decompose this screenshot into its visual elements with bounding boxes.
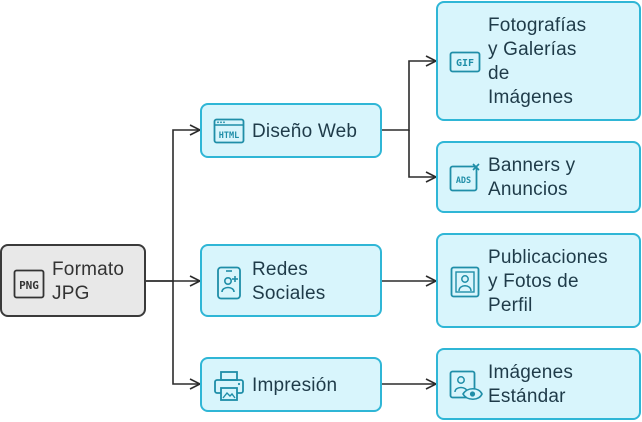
html-window-icon: HTML bbox=[213, 118, 245, 144]
ads-icon-text: ADS bbox=[456, 176, 471, 186]
png-file-icon-text: PNG bbox=[19, 279, 39, 292]
gif-icon-text: GIF bbox=[456, 58, 474, 69]
png-file-icon: PNG bbox=[13, 269, 45, 299]
branch-node-impresion: Impresión bbox=[200, 357, 382, 412]
printer-icon bbox=[214, 371, 244, 401]
branch-label-impresion: Impresión bbox=[252, 375, 338, 396]
branch-label-diseno-web: Diseño Web bbox=[252, 121, 358, 142]
leaf-node-fotografias: GIF Fotografías y Galerías de Imágenes bbox=[436, 1, 641, 121]
leaf-node-banners: ADS Banners y Anuncios bbox=[436, 141, 641, 213]
ads-icon: ADS bbox=[449, 163, 480, 192]
html-window-icon-text: HTML bbox=[219, 131, 239, 141]
connector-root-diseno bbox=[146, 130, 200, 282]
leaf-label-fotografias: Fotografías y Galerías de Imágenes bbox=[488, 15, 587, 108]
branch-label-redes-sociales: Redes Sociales bbox=[252, 259, 326, 304]
social-phone-icon bbox=[217, 266, 241, 300]
branch-node-redes-sociales: Redes Sociales bbox=[200, 244, 382, 317]
connector-root-impresion bbox=[172, 281, 200, 384]
profile-photo-icon bbox=[450, 266, 480, 298]
leaf-label-imagenes-estandar: Imágenes Estándar bbox=[488, 362, 574, 407]
branch-node-diseno-web: HTML Diseño Web bbox=[200, 103, 382, 158]
leaf-label-publicaciones: Publicaciones y Fotos de Perfil bbox=[488, 247, 608, 316]
view-image-icon bbox=[449, 370, 483, 401]
connector-diseno-fotografias bbox=[382, 61, 436, 131]
root-node-formato-jpg: PNG Formato JPG bbox=[0, 244, 146, 317]
connector-diseno-banners bbox=[408, 130, 436, 177]
gif-icon: GIF bbox=[449, 51, 481, 73]
leaf-node-imagenes-estandar: Imágenes Estándar bbox=[436, 348, 641, 420]
root-label: Formato JPG bbox=[52, 259, 125, 304]
leaf-label-banners: Banners y Anuncios bbox=[488, 155, 576, 200]
leaf-node-publicaciones: Publicaciones y Fotos de Perfil bbox=[436, 233, 641, 328]
